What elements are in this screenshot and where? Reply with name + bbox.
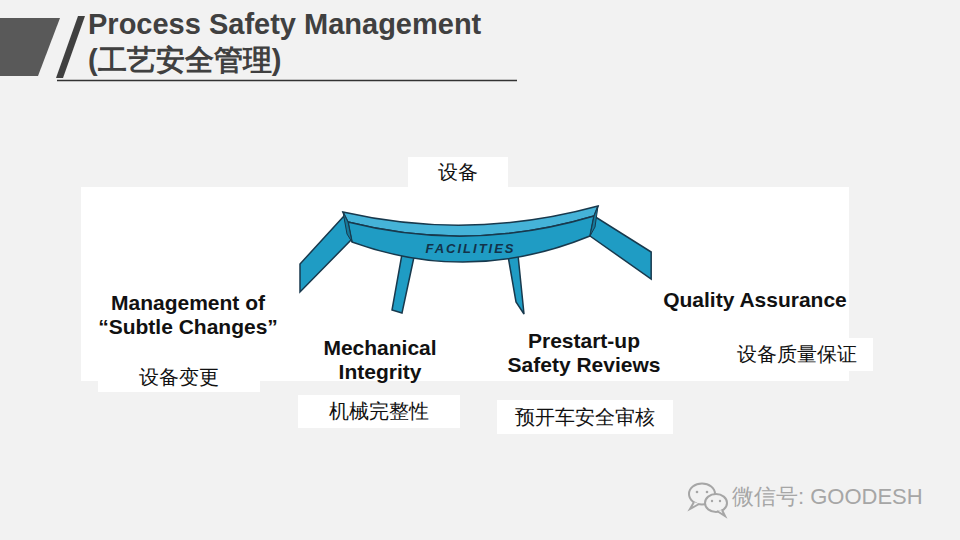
arch-band [338, 196, 603, 272]
pillar-name: Prestart-up Safety Reviews [498, 328, 671, 378]
pillar-name: Mechanical Integrity [314, 335, 447, 385]
header-slash [56, 16, 85, 78]
wechat-icon [689, 484, 727, 517]
pillar-label: Prestart-up Safety Reviews预开车安全审核 [498, 328, 671, 378]
chinese-label: 设备 [408, 157, 508, 187]
header-block [0, 18, 60, 76]
title-rule [57, 80, 517, 82]
band-label: FACILITIES [338, 242, 603, 256]
support-plate [590, 216, 651, 279]
chinese-label: 设备质量保证 [721, 338, 873, 371]
support-plate [508, 255, 524, 314]
chinese-label: 预开车安全审核 [497, 400, 673, 434]
chinese-label: 设备变更 [98, 362, 260, 392]
pillar-label: Quality Assurance设备质量保证 [659, 287, 851, 313]
pillar-label: Mechanical Integrity机械完整性 [314, 335, 447, 385]
facilities-arch: FACILITIES设备 [338, 196, 603, 272]
support-plate [300, 216, 351, 292]
slide-title: Process Safety Management (工艺安全管理) [88, 6, 493, 78]
watermark: 微信号: GOODESH [732, 483, 923, 511]
pillar-name: Quality Assurance [659, 287, 851, 313]
support-plate [392, 254, 414, 313]
chinese-label: 机械完整性 [298, 395, 460, 428]
pillar-label: Management of “Subtle Changes”设备变更 [89, 290, 287, 340]
pillar-name: Management of “Subtle Changes” [89, 290, 287, 340]
